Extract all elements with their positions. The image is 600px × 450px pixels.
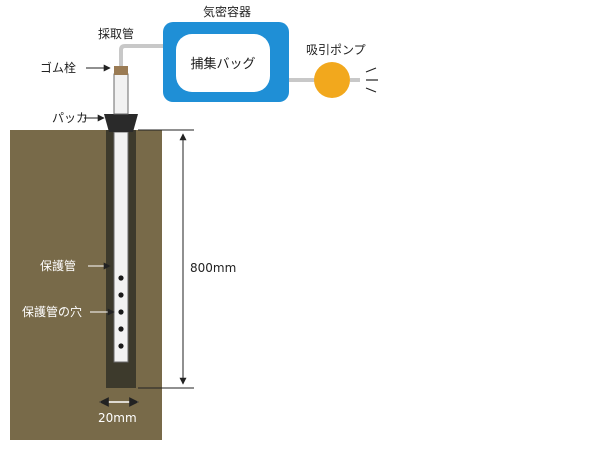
protective-pipe-label: 保護管 <box>40 258 76 273</box>
rubber-stopper-label: ゴム栓 <box>40 60 76 75</box>
protective-pipe-holes-label: 保護管の穴 <box>22 304 82 319</box>
pipe-hole <box>118 343 124 349</box>
suction-pump-label: 吸引ポンプ <box>306 43 366 57</box>
sampling-tube-label: 採取管 <box>98 26 134 41</box>
capture-bag-label: 捕集バッグ <box>190 56 255 72</box>
pipe-hole <box>118 275 124 281</box>
rubber-stopper <box>114 66 128 75</box>
pipe-hole <box>118 309 124 315</box>
depth-label: 800mm <box>190 261 236 275</box>
suction-pump <box>314 62 350 98</box>
sampling-tube <box>119 44 168 66</box>
pipe-hole <box>118 292 124 298</box>
airtight-container-label: 気密容器 <box>203 4 251 19</box>
protective-pipe-top <box>113 73 129 115</box>
soil-block <box>10 130 162 440</box>
packer <box>104 114 138 132</box>
capture-bag <box>176 34 270 92</box>
packer-label: パッカ <box>52 111 88 125</box>
diameter-label: 20mm <box>98 411 137 425</box>
exhaust-lines-icon <box>365 67 378 93</box>
pipe-hole <box>118 326 124 332</box>
